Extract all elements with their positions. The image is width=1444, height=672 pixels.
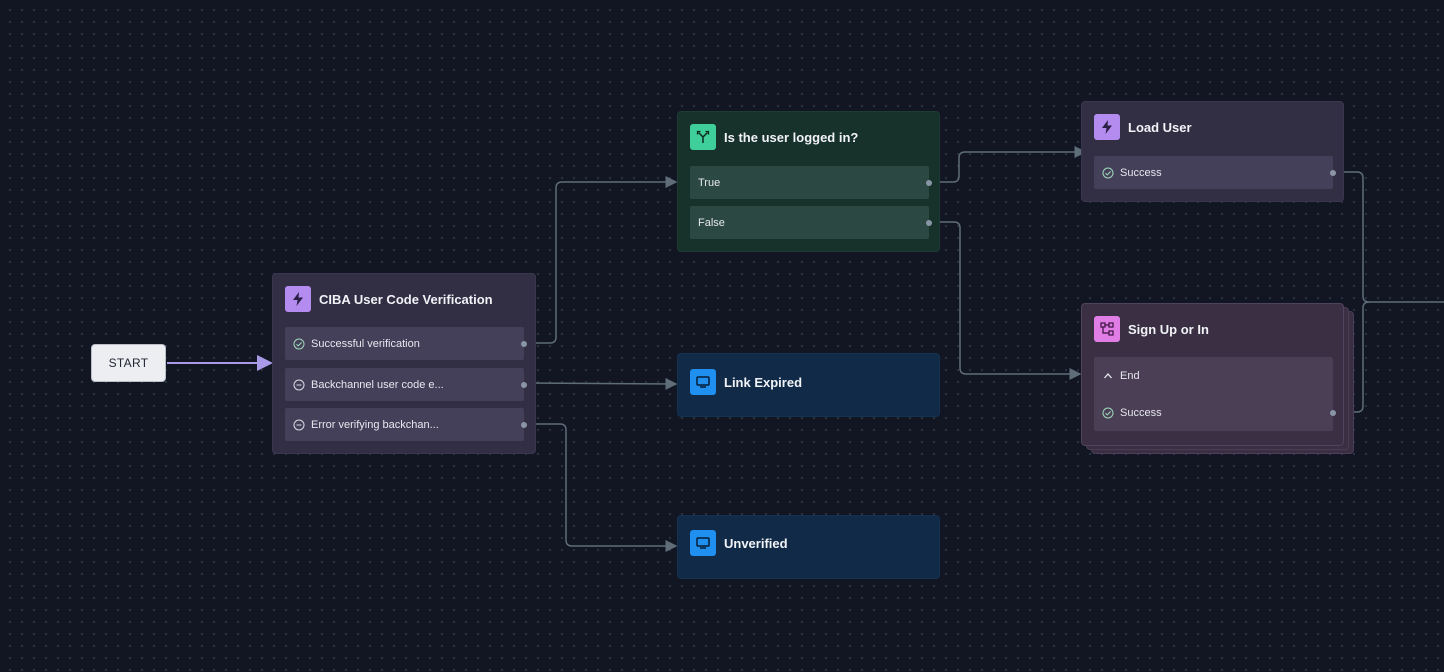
output-backchannel-user-code[interactable]: Backchannel user code e... [285,368,527,401]
is-user-logged-in-node[interactable]: Is the user logged in? True False [677,111,940,252]
output-successful-verification[interactable]: Successful verification [285,327,527,360]
output-success[interactable]: Success [1094,156,1336,189]
sign-up-or-in-node[interactable]: Sign Up or In End Success [1081,303,1344,446]
output-port[interactable] [521,381,527,388]
output-label: End [1120,369,1140,382]
minus-circle-icon [293,419,305,431]
node-header: Is the user logged in? [690,124,858,150]
output-success[interactable]: Success [1094,396,1336,429]
output-false[interactable]: False [690,206,932,239]
node-title: CIBA User Code Verification [319,291,493,307]
chevron-up-icon [1102,370,1114,382]
output-port[interactable] [1330,409,1336,416]
node-title: Is the user logged in? [724,129,859,145]
output-port[interactable] [1330,169,1336,176]
output-label: Successful verification [311,337,420,350]
node-title: Unverified [724,535,788,551]
load-user-node[interactable]: Load User Success [1081,101,1344,202]
outputs-box [1094,357,1333,431]
unverified-node[interactable]: Unverified [677,515,940,579]
minus-circle-icon [293,379,305,391]
node-header: Sign Up or In [1094,316,1209,342]
output-port[interactable] [926,179,932,186]
check-circle-icon [293,338,305,350]
output-label: Success [1120,166,1162,179]
output-label: False [698,216,725,229]
output-label: Success [1120,406,1162,419]
edge-false-to-sign-up [928,221,1082,380]
lightning-icon [285,286,311,312]
link-expired-node[interactable]: Link Expired [677,353,940,417]
output-label: True [698,176,721,189]
output-label: Backchannel user code e... [311,378,444,391]
edge-error-to-unverified [523,423,678,552]
node-title: Load User [1128,119,1192,135]
branch-icon [690,124,716,150]
output-port[interactable] [926,219,932,226]
node-header: CIBA User Code Verification [285,286,493,312]
edge-load-user-success-out [1331,171,1444,303]
node-header: Load User [1094,114,1192,140]
output-true[interactable]: True [690,166,932,199]
edge-backchannel-to-link-expired [522,377,678,390]
output-port[interactable] [521,340,527,347]
output-end[interactable]: End [1094,359,1333,392]
start-node[interactable]: START [91,344,166,382]
output-error-verifying-backchannel[interactable]: Error verifying backchan... [285,408,527,441]
edge-success-to-condition [523,176,678,344]
node-title: Link Expired [724,374,803,390]
lightning-icon [1094,114,1120,140]
ciba-user-code-verification-node[interactable]: CIBA User Code Verification Successful v… [272,273,536,454]
edge-true-to-load-user [928,146,1087,183]
screen-icon [690,369,716,395]
check-circle-icon [1102,407,1114,419]
node-title: Sign Up or In [1128,321,1209,337]
screen-icon [690,530,716,556]
output-port[interactable] [521,421,527,428]
node-header: Unverified [690,530,788,556]
output-label: Error verifying backchan... [311,418,439,431]
flow-icon [1094,316,1120,342]
edge-sign-up-success-out [1331,301,1370,413]
node-header: Link Expired [690,369,802,395]
check-circle-icon [1102,167,1114,179]
